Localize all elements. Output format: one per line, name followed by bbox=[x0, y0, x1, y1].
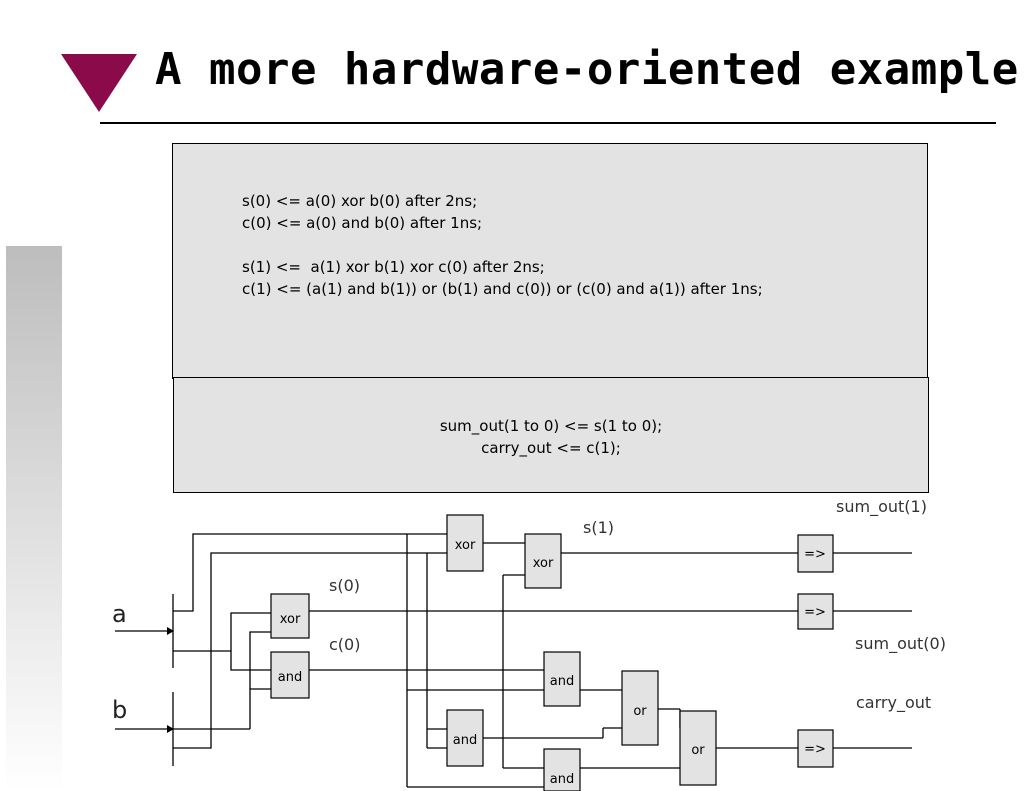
sum-out1-label: sum_out(1) bbox=[836, 497, 927, 517]
gate-label: and bbox=[550, 772, 574, 787]
and-gate: and bbox=[270, 651, 310, 699]
signal-s0-label: s(0) bbox=[329, 576, 360, 595]
gate-label: xor bbox=[533, 556, 554, 571]
carry-out-label: carry_out bbox=[856, 693, 931, 713]
slide-title: A more hardware-oriented example bbox=[155, 44, 1019, 95]
buffer-gate: => bbox=[797, 534, 834, 573]
and-gate: and bbox=[446, 709, 484, 767]
title-divider bbox=[100, 122, 996, 124]
and-gate: and bbox=[543, 651, 581, 707]
gate-label: xor bbox=[455, 538, 476, 553]
side-gradient-bar bbox=[6, 246, 62, 791]
title-triangle-icon bbox=[61, 54, 137, 112]
code-line: c(0) <= a(0) and b(0) after 1ns; bbox=[242, 214, 483, 232]
or-gate: or bbox=[621, 670, 659, 746]
signal-s1-label: s(1) bbox=[583, 518, 614, 537]
gate-label: and bbox=[278, 670, 302, 685]
code-line: c(1) <= (a(1) and b(1)) or (b(1) and c(0… bbox=[242, 280, 763, 298]
gate-label: and bbox=[453, 733, 477, 748]
code-line: carry_out <= c(1); bbox=[481, 439, 621, 457]
gate-label: or bbox=[691, 743, 705, 758]
code-block-outputs: sum_out(1 to 0) <= s(1 to 0); carry_out … bbox=[173, 377, 929, 493]
xor-gate: xor bbox=[446, 514, 484, 572]
buffer-gate: => bbox=[797, 729, 834, 768]
code-line: sum_out(1 to 0) <= s(1 to 0); bbox=[439, 417, 663, 435]
code-line: s(1) <= a(1) xor b(1) xor c(0) after 2ns… bbox=[242, 258, 545, 276]
circuit-wires bbox=[115, 533, 912, 788]
gate-label: and bbox=[550, 674, 574, 689]
gate-label: xor bbox=[280, 612, 301, 627]
input-a-label: a bbox=[112, 600, 127, 628]
and-gate: and bbox=[543, 748, 581, 791]
gate-label: => bbox=[804, 547, 826, 562]
xor-gate: xor bbox=[524, 533, 562, 589]
buffer-gate: => bbox=[797, 593, 834, 630]
gate-label: or bbox=[633, 704, 647, 719]
gate-label: => bbox=[804, 742, 826, 757]
xor-gate: xor bbox=[270, 593, 310, 639]
input-b-label: b bbox=[112, 696, 127, 724]
code-line: s(0) <= a(0) xor b(0) after 2ns; bbox=[242, 192, 478, 210]
or-gate: or bbox=[679, 710, 717, 786]
signal-c0-label: c(0) bbox=[329, 635, 360, 654]
gate-label: => bbox=[804, 605, 826, 620]
sum-out0-label: sum_out(0) bbox=[855, 634, 946, 654]
